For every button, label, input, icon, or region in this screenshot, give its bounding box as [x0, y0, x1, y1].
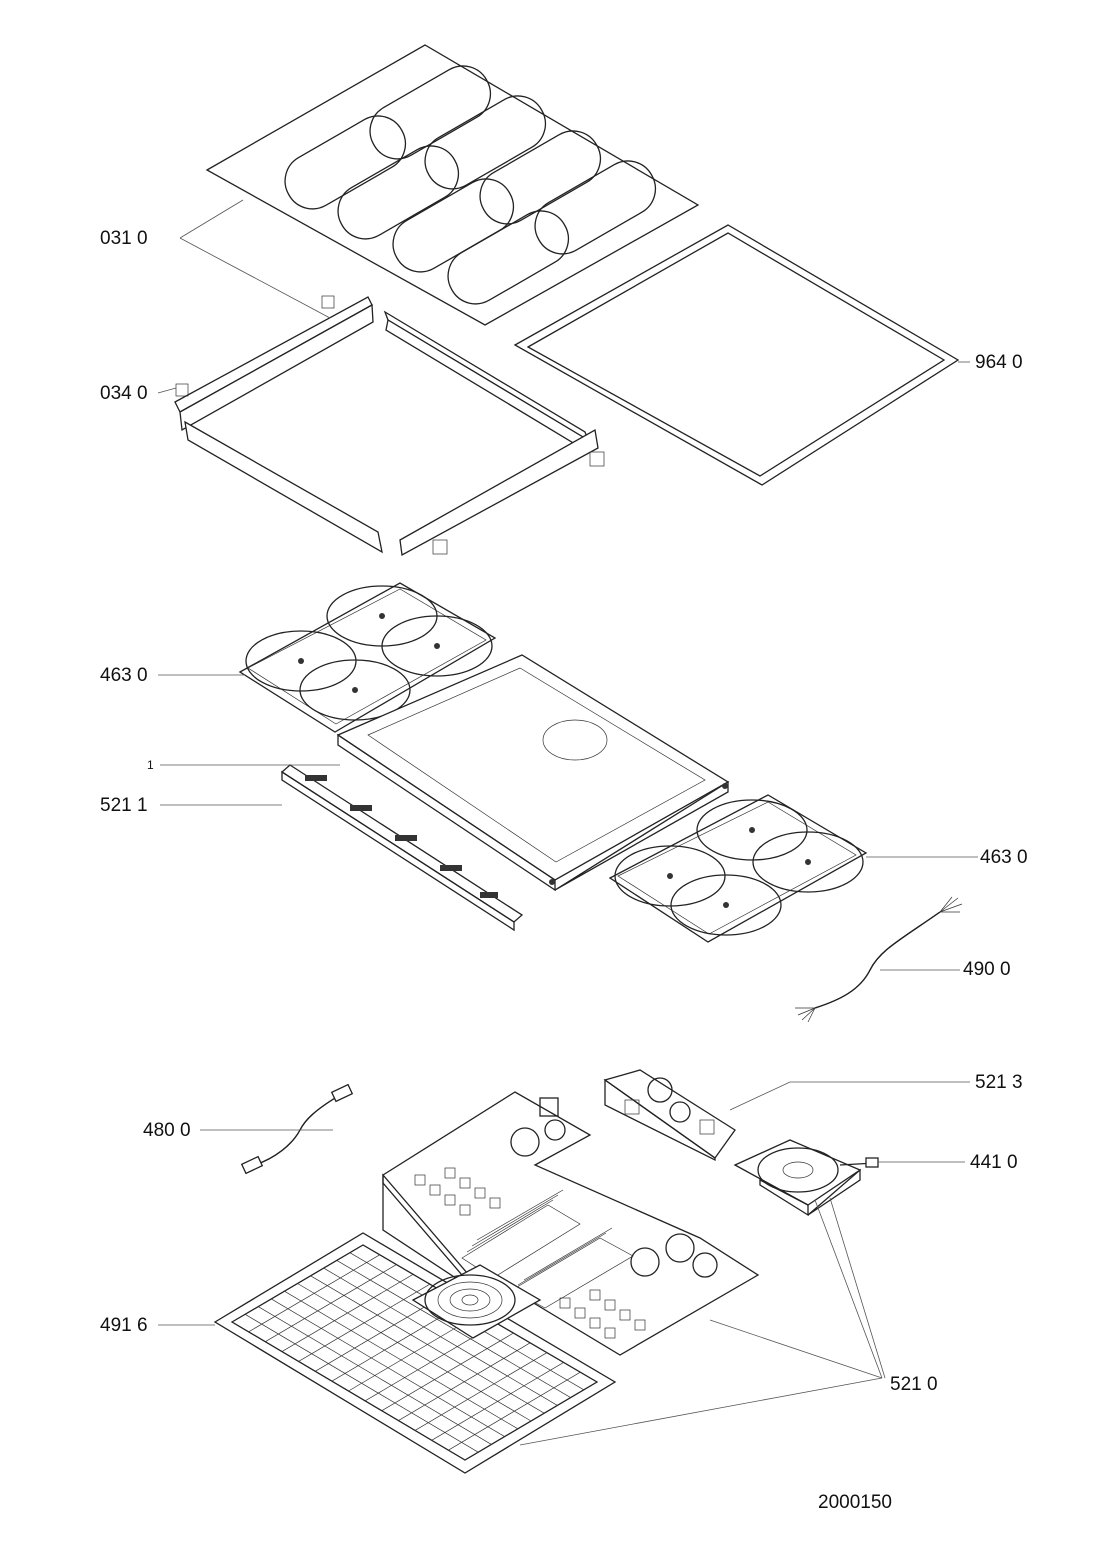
drawing-number: 2000150 — [818, 1492, 892, 1513]
label-frame-rails: 034 0 — [100, 383, 148, 404]
tray-grid-line — [310, 1275, 545, 1414]
bottom-tray — [213, 1232, 617, 1474]
frame-rails — [174, 295, 605, 557]
label-fan: 441 0 — [970, 1152, 1018, 1173]
label-power-cable: 490 0 — [963, 959, 1011, 980]
leader-lines — [157, 199, 978, 1446]
label-bottom-tray: 491 6 — [100, 1315, 148, 1336]
power-cable — [795, 896, 963, 1023]
tray-grid-line — [258, 1306, 492, 1445]
glass-top-panel — [205, 44, 700, 326]
label-housing: 1 — [147, 758, 154, 772]
label-glass-top: 031 0 — [100, 228, 148, 249]
tray-grid-line — [244, 1313, 479, 1453]
tray-grid-line — [323, 1267, 558, 1406]
control-board-strip — [280, 764, 524, 932]
tray-grid-line — [336, 1260, 571, 1398]
cable-harness — [240, 1083, 354, 1175]
label-cable-harness: 480 0 — [143, 1120, 191, 1141]
label-power-board: 521 0 — [890, 1374, 938, 1395]
filter-board — [603, 1069, 736, 1162]
hob-housing — [336, 654, 730, 892]
label-coil-right: 463 0 — [980, 847, 1028, 868]
induction-coil-plate-left — [238, 582, 497, 733]
induction-coil-plate-right — [608, 794, 868, 943]
label-filter-board: 521 3 — [975, 1072, 1023, 1093]
label-control-board: 521 1 — [100, 795, 148, 816]
cooling-fan — [733, 1139, 879, 1217]
gasket-seal — [513, 224, 960, 486]
tray-grid-line — [297, 1283, 532, 1422]
label-coil-left: 463 0 — [100, 665, 148, 686]
label-gasket: 964 0 — [975, 352, 1023, 373]
tray-grid-line — [271, 1298, 505, 1437]
tray-grid-line — [284, 1290, 518, 1430]
